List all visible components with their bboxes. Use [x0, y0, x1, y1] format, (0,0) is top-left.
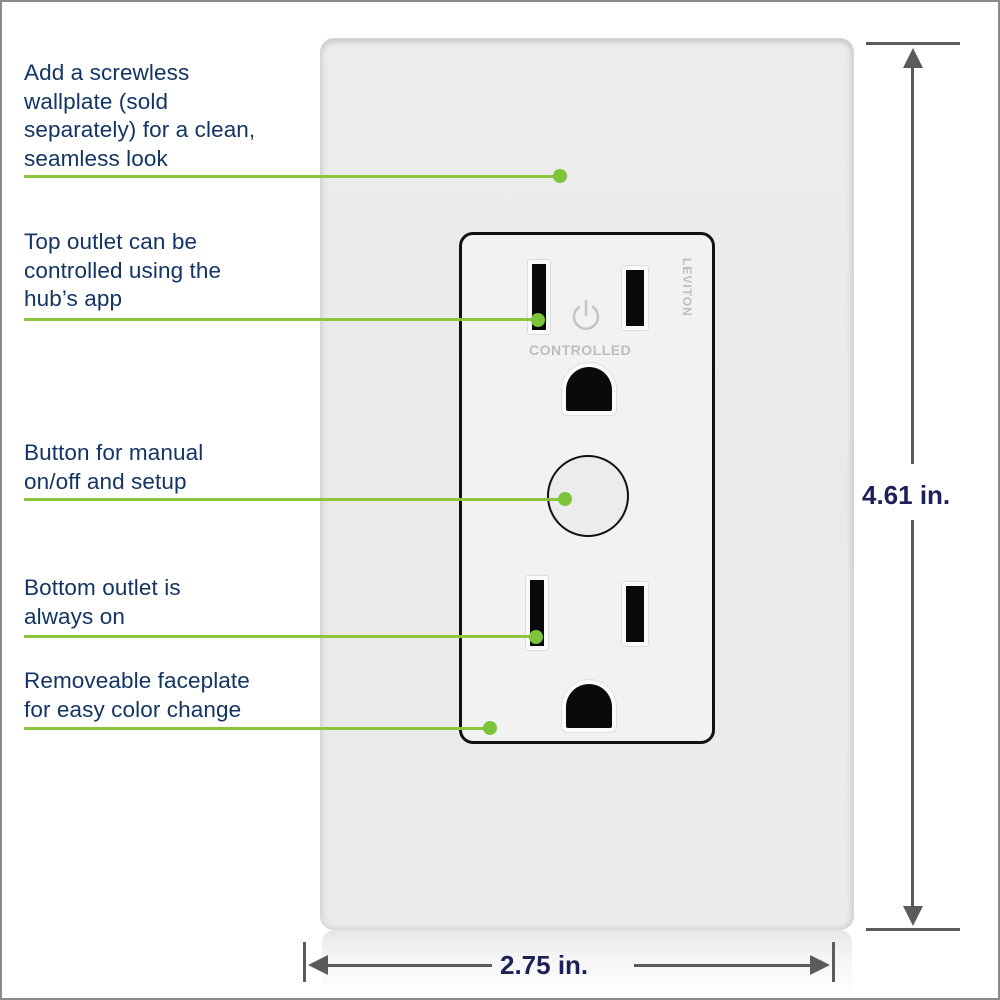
callout-top-outlet-dot	[531, 313, 545, 327]
callout-wallplate-dot	[553, 169, 567, 183]
callout-wallplate-leader	[24, 175, 561, 178]
callout-button-leader	[24, 498, 564, 501]
width-dimension-arrow-right-icon	[810, 955, 830, 975]
callout-button-text: Button for manual on/off and setup	[24, 439, 203, 496]
power-icon	[572, 299, 600, 330]
callout-line: wallplate (sold	[24, 88, 169, 114]
callout-button-dot	[558, 492, 572, 506]
callout-line: controlled using the	[24, 257, 222, 283]
callout-bottom-outlet-dot	[529, 630, 543, 644]
callout-faceplate-text: Removeable faceplate for easy color chan…	[24, 667, 250, 724]
callout-line: Button for manual	[24, 440, 204, 465]
width-dimension-line-left	[322, 964, 492, 967]
callout-line: Removeable faceplate	[24, 668, 250, 693]
width-dimension-label: 2.75 in.	[500, 950, 589, 980]
top-outlet-hot-slot	[622, 266, 648, 330]
callout-line: always on	[24, 603, 125, 629]
callout-top-outlet-text: Top outlet can be controlled using the h…	[24, 228, 221, 314]
callout-line: separately) for a clean,	[24, 117, 256, 142]
callout-wallplate-text: Add a screwless wallplate (sold separate…	[24, 59, 255, 173]
callout-bottom-outlet-text: Bottom outlet is always on	[24, 574, 181, 631]
height-dimension-arrow-down-icon	[903, 906, 923, 926]
callout-line: hub’s app	[24, 286, 123, 311]
brand-label: LEVITON	[680, 258, 694, 317]
callout-line: Bottom outlet is	[24, 575, 181, 600]
callout-line: for easy color change	[24, 696, 242, 722]
height-dimension-label: 4.61 in.	[862, 480, 951, 510]
callout-faceplate-dot	[483, 721, 497, 735]
height-dimension-bottom-tick	[866, 928, 960, 931]
height-dimension-top-tick	[866, 42, 960, 45]
bottom-outlet-ground-hole	[566, 684, 612, 728]
callout-bottom-outlet-leader	[24, 635, 536, 638]
width-dimension-arrow-left-icon	[308, 955, 328, 975]
width-dimension-line-right	[634, 964, 814, 967]
bottom-outlet-hot-slot	[622, 582, 648, 646]
width-dimension-right-tick	[832, 942, 835, 982]
callout-line: Top outlet can be	[24, 229, 198, 254]
callout-top-outlet-leader	[24, 318, 538, 321]
callout-line: on/off and setup	[24, 468, 187, 494]
callout-line: seamless look	[24, 145, 168, 171]
width-dimension-left-tick	[303, 942, 306, 982]
callout-faceplate-leader	[24, 727, 490, 730]
height-dimension-line-lower	[911, 520, 914, 912]
wallplate	[320, 38, 854, 930]
callout-line: Add a screwless	[24, 60, 190, 85]
height-dimension-line-upper	[911, 64, 914, 464]
top-outlet-ground-hole	[566, 367, 612, 411]
height-dimension-arrow-up-icon	[903, 48, 923, 68]
controlled-label: CONTROLLED	[529, 342, 632, 358]
